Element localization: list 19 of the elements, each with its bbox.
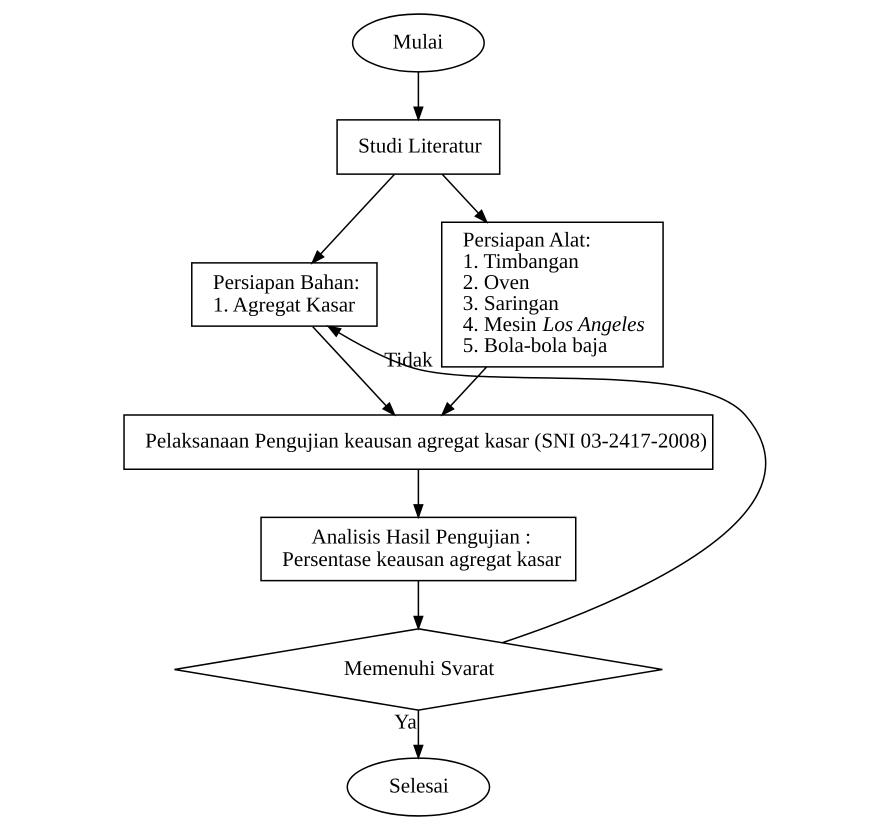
node-ellipse: Selesai bbox=[346, 757, 490, 817]
node-box: Persiapan Bahan: 1. Agregat Kasar bbox=[191, 262, 378, 327]
node-diamond: Memenuhi Svarat bbox=[174, 628, 664, 711]
arrow bbox=[413, 72, 424, 122]
arrow bbox=[326, 325, 766, 644]
edge-label: Tidak bbox=[384, 347, 433, 372]
arrow bbox=[413, 469, 424, 520]
node-ellipse: Mulai bbox=[352, 13, 485, 73]
node-box: Studi Literatur bbox=[336, 119, 500, 175]
arrow bbox=[413, 580, 424, 631]
node-box: Analisis Hasil Pengujian : Persentase keausan agregat kasar bbox=[260, 516, 576, 582]
arrow bbox=[442, 174, 488, 224]
node-box: Persiapan Alat: 1. Timbangan 2. Oven 3. Saringan 4. Mesin Los Angeles 5. Bola-bola baja bbox=[440, 222, 664, 368]
arrow bbox=[310, 174, 395, 265]
arrow bbox=[413, 710, 424, 760]
arrow bbox=[440, 366, 488, 417]
edge-label: Ya bbox=[394, 710, 417, 734]
node-box: Pelaksanaan Pengujian keausan agregat kasar (SNI 03-2417-2008) bbox=[123, 414, 714, 470]
arrow bbox=[312, 326, 396, 416]
